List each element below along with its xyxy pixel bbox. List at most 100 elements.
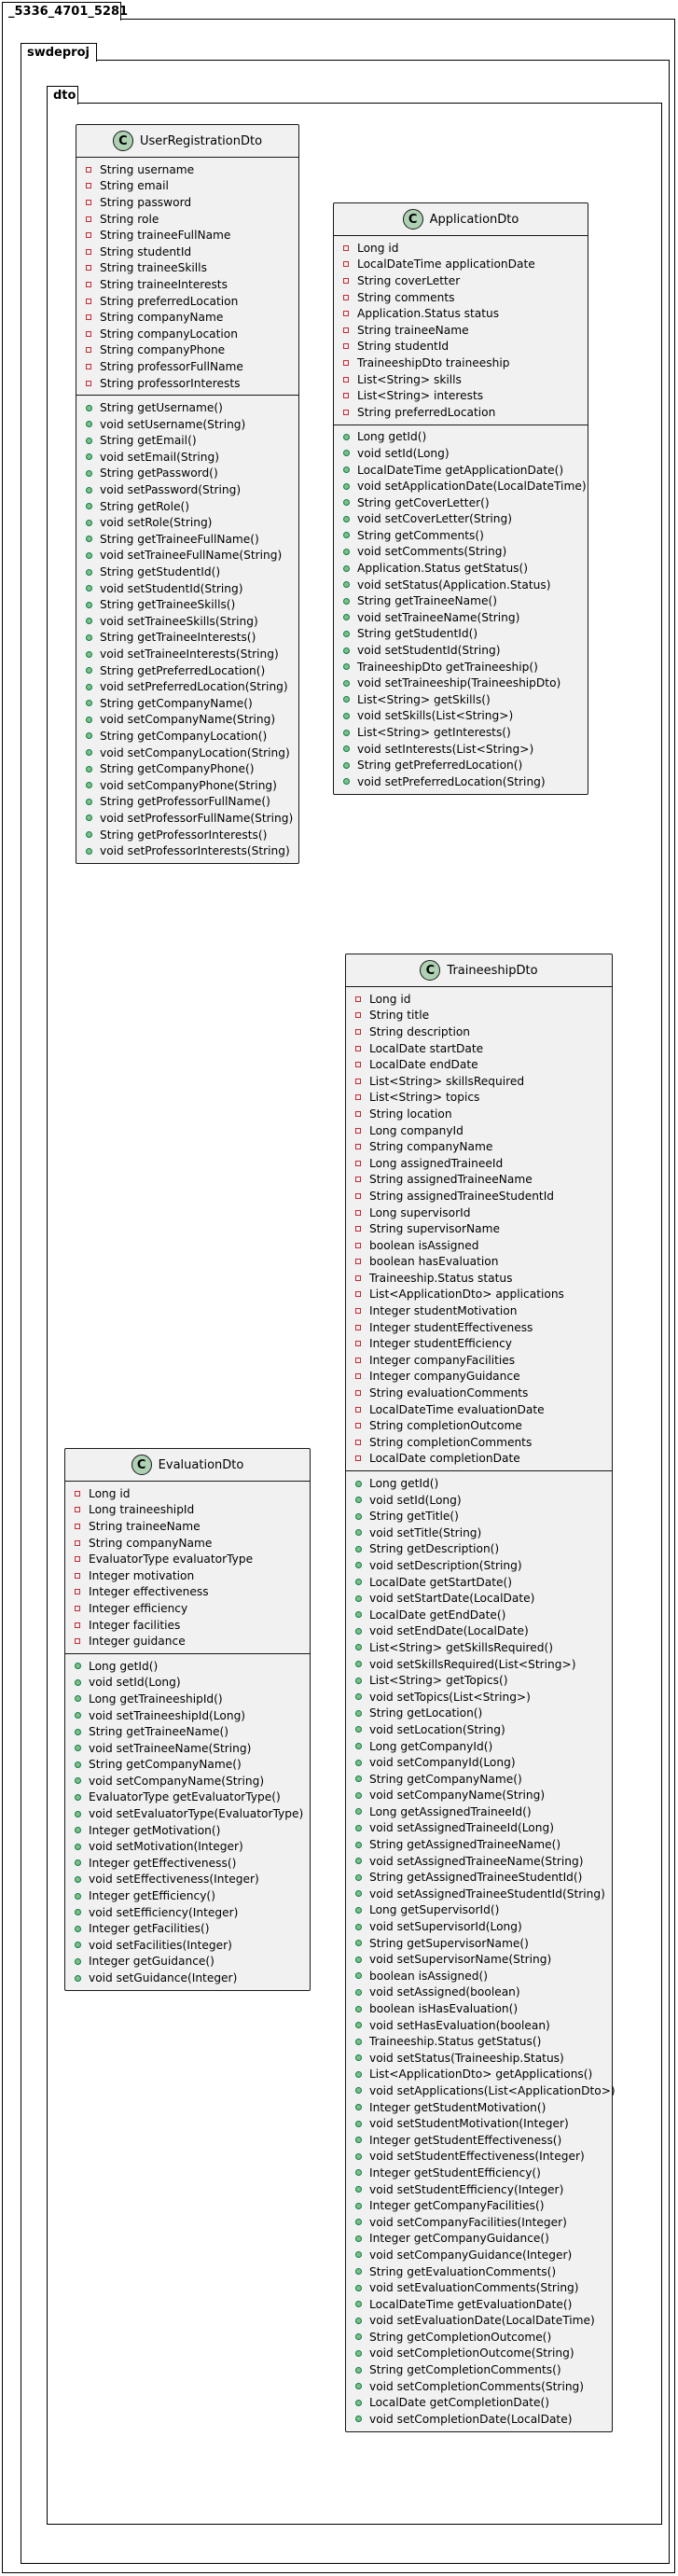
field-row-text: String studentId (100, 244, 192, 258)
method-row: Integer getCompanyFacilities() (346, 2197, 612, 2214)
method-row: void setRole(String) (76, 514, 298, 531)
method-row-text: void setCompletionOutcome(String) (369, 2346, 574, 2360)
field-row: String role (76, 211, 298, 228)
method-row: List<String> getTopics() (346, 1672, 612, 1689)
method-row-text: void setApplicationDate(LocalDateTime) (357, 480, 587, 494)
method-row: String getEvaluationComments() (346, 2263, 612, 2280)
method-row: void setProfessorFullName(String) (76, 810, 298, 827)
method-row: String getCompanyPhone() (76, 760, 298, 777)
method-row: void setSkillsRequired(List<String>) (346, 1656, 612, 1673)
field-row-text: String companyName (369, 1140, 493, 1154)
private-visibility-icon (355, 1094, 361, 1101)
method-row: void setAssignedTraineeId(Long) (346, 1820, 612, 1837)
field-row: Traineeship.Status status (346, 1270, 612, 1287)
method-row: Long getCompanyId() (346, 1738, 612, 1755)
method-row-text: String getPreferredLocation() (357, 759, 523, 773)
field-row-text: LocalDateTime applicationDate (357, 258, 535, 272)
public-visibility-icon (86, 585, 92, 592)
method-row: void setStatus(Application.Status) (334, 577, 588, 593)
field-row-text: String username (100, 162, 195, 176)
public-visibility-icon (75, 1728, 81, 1735)
field-row-text: String description (369, 1024, 471, 1038)
method-row-text: Integer getEffectiveness() (89, 1856, 237, 1870)
method-row-text: LocalDate getStartDate() (369, 1575, 513, 1589)
method-row: List<String> getSkills() (334, 691, 588, 708)
public-visibility-icon (355, 1512, 362, 1520)
public-visibility-icon (355, 1677, 362, 1684)
public-visibility-icon (355, 1824, 362, 1831)
method-row: String getDescription() (346, 1541, 612, 1558)
method-row-text: void setStudentId(String) (100, 581, 243, 595)
field-row-text: Integer companyFacilities (369, 1353, 516, 1367)
field-row: String traineeInterests (76, 276, 298, 293)
method-row-text: String getCompanyName() (89, 1758, 242, 1772)
private-visibility-icon (75, 1507, 80, 1513)
field-row-text: Long supervisorId (369, 1205, 471, 1219)
method-row-text: void setStudentEfficiency(Integer) (369, 2182, 564, 2196)
method-row: String getCompanyName() (76, 695, 298, 712)
method-row: void setMotivation(Integer) (65, 1838, 310, 1855)
method-row-text: String getPassword() (100, 466, 218, 480)
method-row: void setId(Long) (346, 1492, 612, 1509)
field-row-text: String role (100, 212, 159, 226)
public-visibility-icon (86, 601, 92, 608)
field-row: String comments (334, 289, 588, 306)
method-row: void setTopics(List<String>) (346, 1689, 612, 1706)
method-row-text: void setEvaluationComments(String) (369, 2281, 579, 2295)
field-row: TraineeshipDto traineeship (334, 355, 588, 371)
field-row-text: String assignedTraineeStudentId (369, 1189, 555, 1203)
field-row-text: String companyName (89, 1536, 213, 1550)
field-row-text: List<ApplicationDto> applications (369, 1288, 564, 1302)
public-visibility-icon (355, 1497, 362, 1504)
method-row: void setEmail(String) (76, 449, 298, 466)
method-row: String getAssignedTraineeName() (346, 1836, 612, 1853)
public-visibility-icon (343, 581, 350, 589)
private-visibility-icon (86, 183, 91, 189)
method-row-text: Integer getFacilities() (89, 1922, 210, 1936)
field-row: String traineeName (65, 1518, 310, 1535)
field-row-text: Integer guidance (89, 1635, 186, 1649)
method-row-text: boolean isAssigned() (369, 1969, 488, 1983)
method-row: List<ApplicationDto> getApplications() (346, 2067, 612, 2083)
field-row-text: Integer studentEfficiency (369, 1337, 513, 1351)
public-visibility-icon (86, 469, 92, 477)
field-row-text: boolean isAssigned (369, 1238, 479, 1252)
public-visibility-icon (355, 1594, 362, 1602)
method-row-text: String getComments() (357, 528, 484, 542)
public-visibility-icon (355, 2152, 362, 2160)
package-dto-frame (47, 103, 662, 2525)
public-visibility-icon (355, 2366, 362, 2374)
method-row-text: String getCompanyPhone() (100, 762, 255, 776)
public-visibility-icon (355, 1611, 362, 1619)
private-visibility-icon (86, 363, 91, 369)
public-visibility-icon (355, 1808, 362, 1816)
private-visibility-icon (355, 1324, 361, 1330)
method-row-text: Long getId() (357, 430, 427, 444)
field-row: String evaluationComments (346, 1385, 612, 1401)
method-row-text: String getCompanyLocation() (100, 729, 268, 743)
private-visibility-icon (86, 347, 91, 354)
private-visibility-icon (355, 1078, 361, 1084)
public-visibility-icon (355, 2399, 362, 2406)
method-row-text: void setSupervisorId(Long) (369, 1920, 522, 1934)
method-row-text: Application.Status getStatus() (357, 562, 529, 576)
public-visibility-icon (86, 683, 92, 690)
public-visibility-icon (86, 634, 92, 641)
field-row-text: Application.Status status (357, 307, 500, 321)
method-row: Long getSupervisorId() (346, 1902, 612, 1919)
field-row: String assignedTraineeName (346, 1172, 612, 1189)
method-row-text: EvaluatorType getEvaluatorType() (89, 1790, 281, 1804)
field-row-text: String companyName (100, 311, 224, 325)
private-visibility-icon (355, 1390, 361, 1397)
private-visibility-icon (75, 1539, 80, 1546)
private-visibility-icon (355, 1308, 361, 1315)
method-row: void setCompanyLocation(String) (76, 745, 298, 761)
method-row-text: String getSupervisorName() (369, 1936, 529, 1950)
private-visibility-icon (355, 1012, 361, 1019)
field-row-text: Long assignedTraineeId (369, 1156, 504, 1170)
method-row-text: void setProfessorInterests(String) (100, 844, 290, 858)
method-row-text: void setCompanyId(Long) (369, 1756, 516, 1770)
public-visibility-icon (355, 1923, 362, 1930)
